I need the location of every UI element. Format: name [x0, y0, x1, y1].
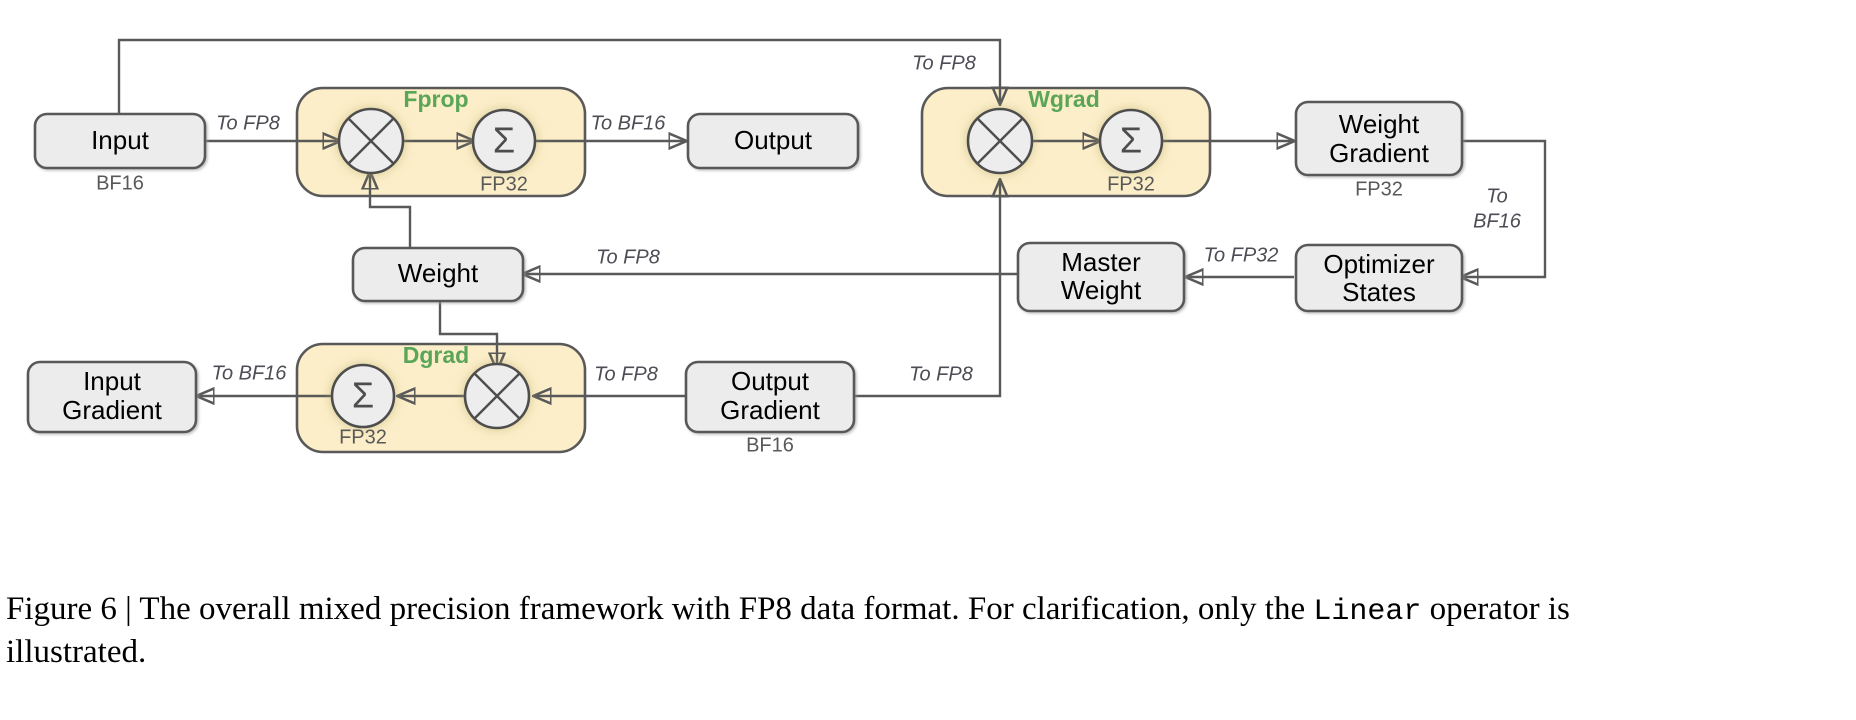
caption-suffix: operator is illustrated.: [6, 591, 1570, 671]
edge-label-master-to-weight: To FP8: [596, 246, 660, 268]
edge-label-fprop-to-output: To BF16: [591, 112, 667, 134]
optimizer-states-label-line1: Optimizer: [1323, 249, 1435, 279]
dgrad-label: Dgrad: [403, 342, 469, 368]
dgrad-multiply-node: [463, 362, 531, 430]
figure-caption: Figure 6 | The overall mixed precision f…: [6, 588, 1706, 674]
weight-box[interactable]: [351, 246, 525, 303]
sigma-glyph: Σ: [352, 375, 374, 416]
sigma-glyph: Σ: [493, 120, 515, 161]
wgrad-sum-precision: FP32: [1107, 173, 1155, 195]
wgrad-sum-node: Σ: [1098, 108, 1164, 174]
edge-weight-to-fprop: [370, 172, 412, 248]
edge-label-weight-gradient-to-optimizer-line1: To: [1486, 185, 1508, 207]
fprop-sum-precision: FP32: [480, 173, 528, 195]
edge-output-gradient-to-wgrad: [854, 180, 1000, 398]
weight-gradient-box[interactable]: [1294, 100, 1464, 177]
edge-input-to-wgrad: [117, 38, 1000, 117]
fprop-sum-node: Σ: [471, 108, 537, 174]
edge-label-output-gradient-to-wgrad: To FP8: [909, 363, 973, 385]
weight-gradient-label-line1: Weight: [1339, 109, 1420, 139]
caption-prefix: Figure 6 | The overall mixed precision f…: [6, 591, 1314, 627]
edge-label-weight-gradient-to-optimizer-line2: BF16: [1473, 210, 1522, 232]
output-gradient-precision: BF16: [746, 434, 794, 456]
output-gradient-label-line2: Gradient: [720, 395, 820, 425]
master-weight-label-line2: Weight: [1061, 275, 1142, 305]
input-gradient-label-line2: Gradient: [62, 395, 162, 425]
fprop-multiply-node: [337, 107, 405, 175]
output-label: Output: [734, 125, 813, 155]
weight-label: Weight: [398, 258, 479, 288]
output-gradient-box[interactable]: [684, 360, 856, 434]
sigma-glyph: Σ: [1120, 120, 1142, 161]
input-label: Input: [91, 125, 150, 155]
dgrad-sum-precision: FP32: [339, 426, 387, 448]
optimizer-states-label-line2: States: [1342, 277, 1416, 307]
output-gradient-label-line1: Output: [731, 366, 810, 396]
node-input-gradient[interactable]: Input Gradient: [26, 360, 198, 434]
multiply-glyph: [473, 372, 521, 420]
node-master-weight[interactable]: Master Weight: [1016, 241, 1186, 313]
sum-icon: [1098, 108, 1164, 174]
input-precision: BF16: [96, 172, 144, 194]
edge-label-input-to-fprop: To FP8: [216, 112, 280, 134]
caption-linear-operator: Linear: [1313, 595, 1422, 629]
node-output[interactable]: Output: [686, 112, 860, 170]
input-gradient-box[interactable]: [26, 360, 198, 434]
weight-gradient-label-line2: Gradient: [1329, 138, 1429, 168]
node-output-gradient[interactable]: Output Gradient: [684, 360, 856, 434]
multiply-glyph: [347, 117, 395, 165]
edge-label-optimizer-to-master: To FP32: [1204, 244, 1279, 266]
node-optimizer-states[interactable]: Optimizer States: [1294, 243, 1464, 313]
sum-icon: [330, 363, 396, 429]
fprop-label: Fprop: [403, 86, 468, 112]
dgrad-sum-node: Σ: [330, 363, 396, 429]
edge-weight-to-dgrad: [438, 301, 497, 370]
node-weight[interactable]: Weight: [351, 246, 525, 303]
sum-icon: [471, 108, 537, 174]
node-weight-gradient[interactable]: Weight Gradient: [1294, 100, 1464, 177]
weight-gradient-precision: FP32: [1355, 178, 1403, 200]
mixed-precision-diagram: Fprop Wgrad Dgrad: [26, 38, 1547, 456]
output-box[interactable]: [686, 112, 860, 170]
wgrad-multiply-node: [966, 107, 1034, 175]
wgrad-label: Wgrad: [1028, 86, 1100, 112]
master-weight-box[interactable]: [1016, 241, 1186, 313]
node-input[interactable]: Input: [33, 112, 207, 170]
edge-label-output-gradient-to-dgrad: To FP8: [594, 363, 658, 385]
input-box[interactable]: [33, 112, 207, 170]
edge-label-dgrad-to-input-gradient: To BF16: [212, 362, 288, 384]
edge-label-input-to-wgrad: To FP8: [912, 52, 976, 74]
master-weight-label-line1: Master: [1061, 247, 1141, 277]
input-gradient-label-line1: Input: [83, 366, 142, 396]
edge-weight-gradient-to-optimizer: [1461, 139, 1547, 277]
optimizer-states-box[interactable]: [1294, 243, 1464, 313]
multiply-glyph: [976, 117, 1024, 165]
